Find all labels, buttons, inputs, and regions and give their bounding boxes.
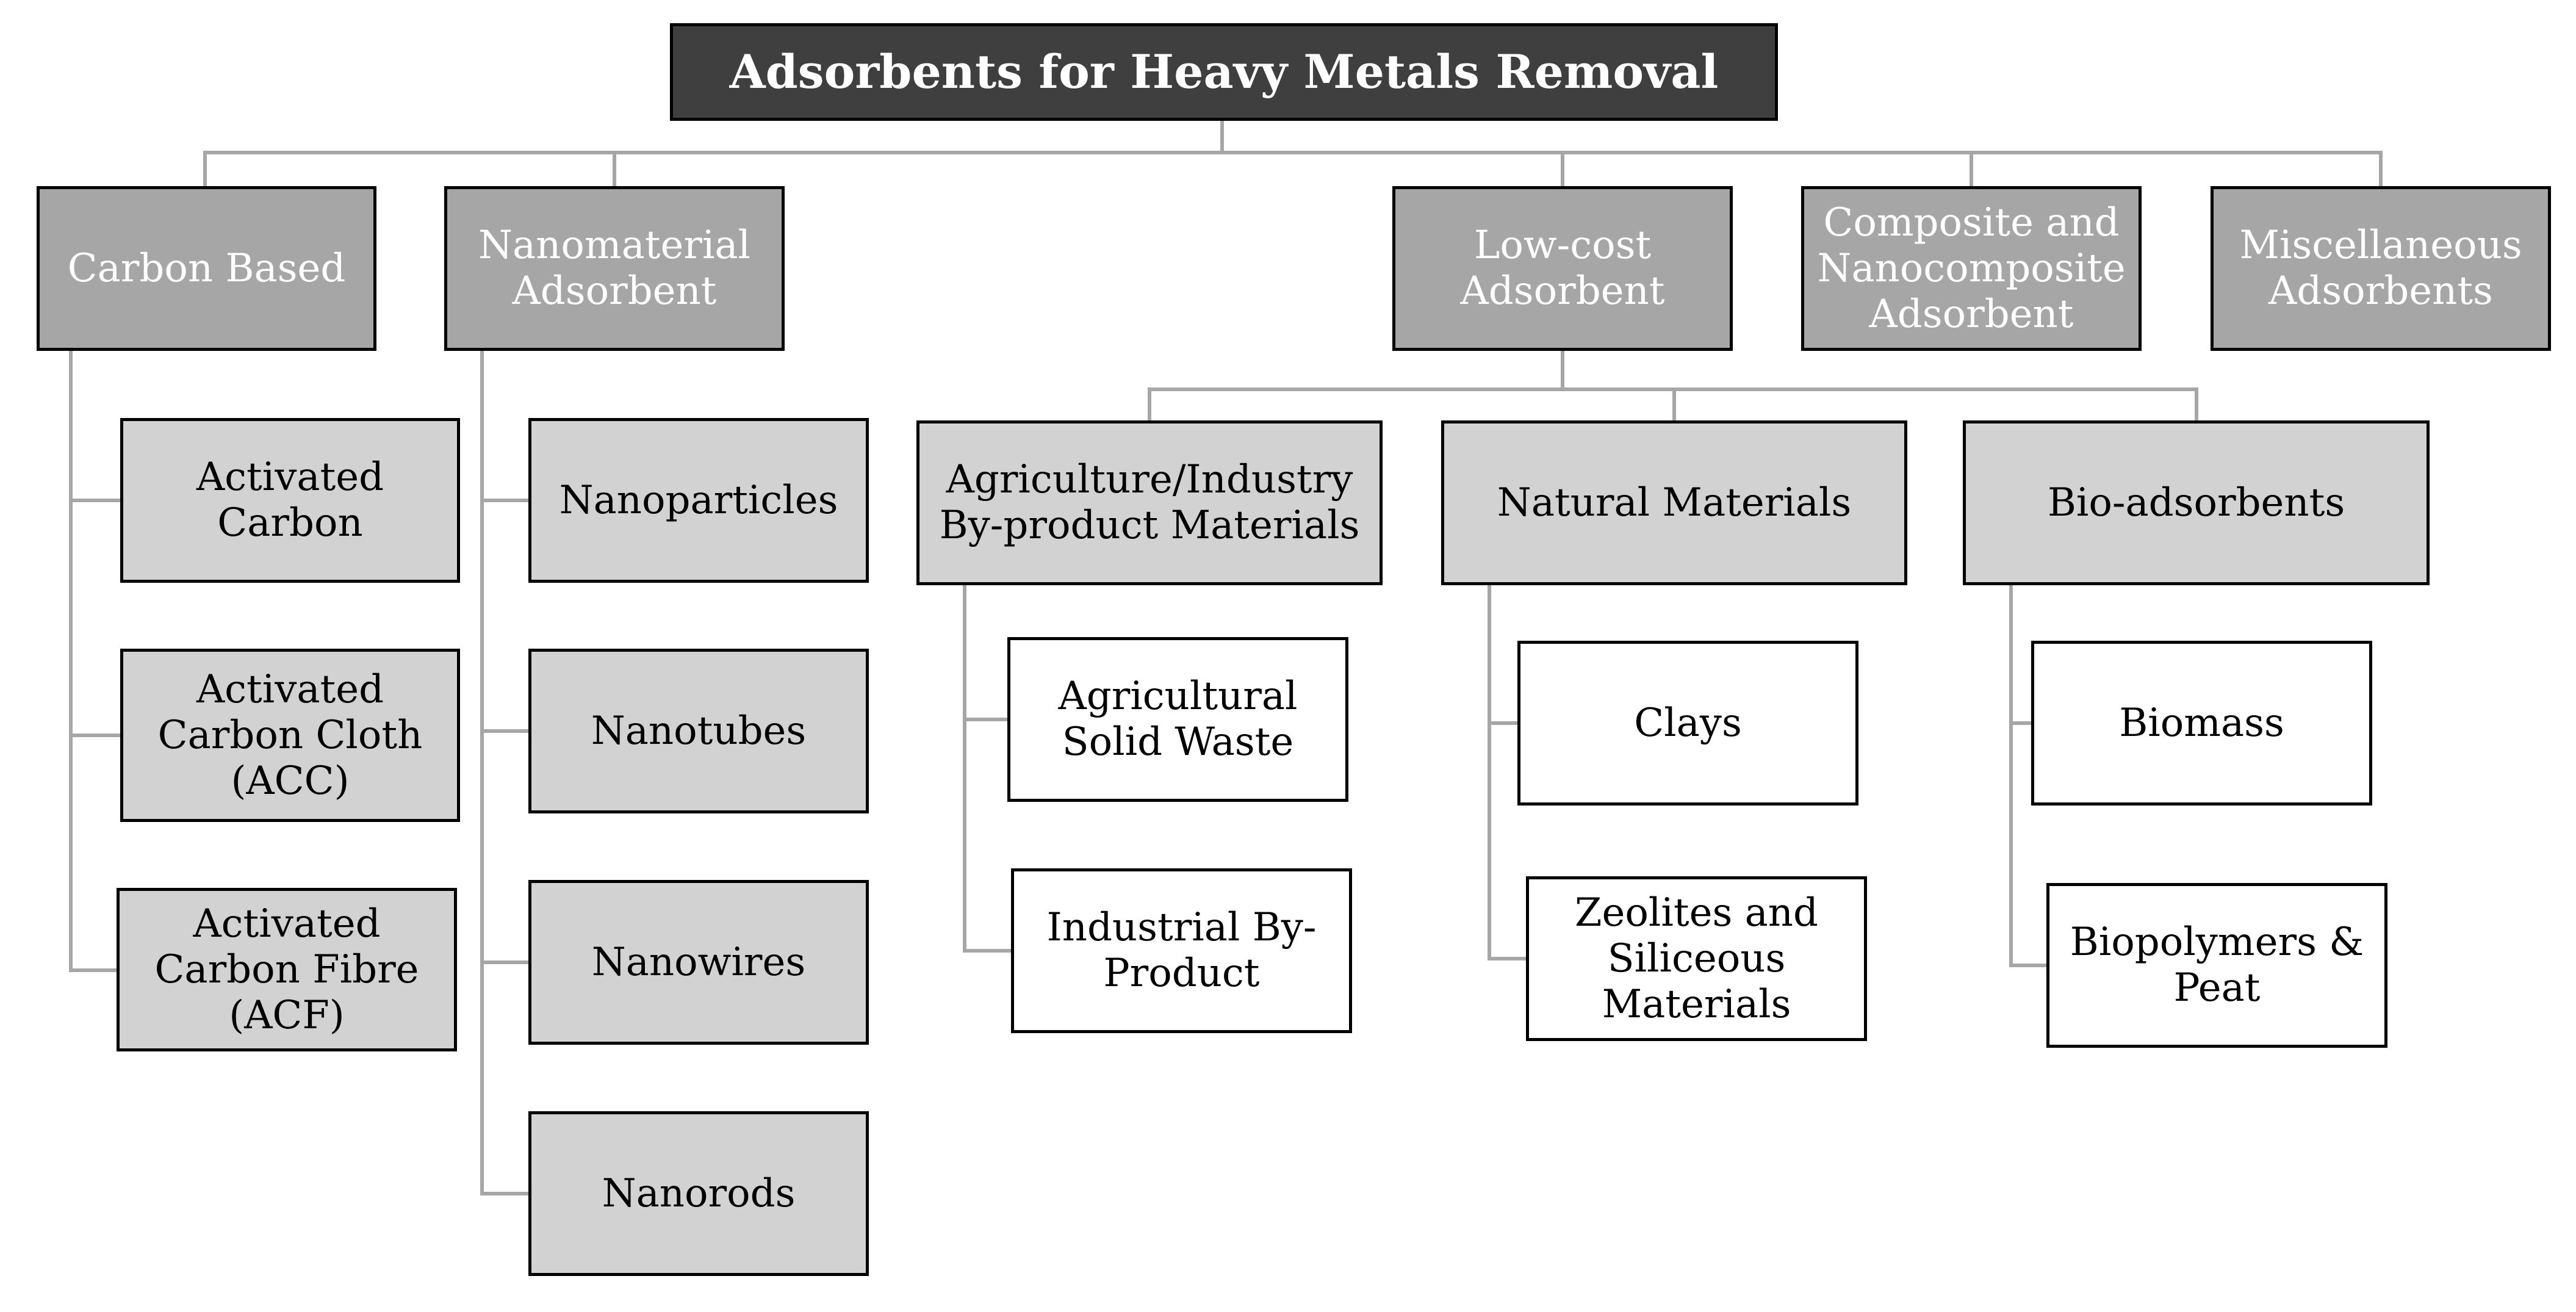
group-agriculture-industry-byproducts: Agriculture/Industry By-product Material… [916, 420, 1383, 585]
category-label-line: Miscellaneous [2239, 223, 2522, 268]
group-label-line: Natural Materials [1497, 480, 1852, 525]
leaf-label-line: Biopolymers & [2070, 920, 2364, 965]
item-label-line: Carbon [217, 500, 363, 546]
root-node-title: Adsorbents for Heavy Metals Removal [670, 23, 1778, 121]
group-label-line: By-product Materials [939, 503, 1360, 548]
group-label-line: Agriculture/Industry [946, 457, 1353, 502]
item-nanowires: Nanowires [528, 880, 869, 1045]
leaf-agricultural-solid-waste: Agricultural Solid Waste [1007, 637, 1348, 802]
leaf-industrial-by-product: Industrial By- Product [1011, 868, 1352, 1033]
category-label-line: Adsorbent [1869, 291, 2074, 337]
category-low-cost-adsorbent: Low-cost Adsorbent [1392, 186, 1733, 351]
item-nanoparticles: Nanoparticles [528, 418, 869, 583]
category-carbon-based: Carbon Based [37, 186, 376, 351]
item-activated-carbon: Activated Carbon [120, 418, 460, 583]
leaf-label-line: Biomass [2119, 700, 2284, 746]
leaf-label-line: Agricultural [1058, 674, 1298, 719]
category-label-line: Nanomaterial [478, 223, 751, 268]
root-title-text: Adsorbents for Heavy Metals Removal [729, 45, 1719, 99]
leaf-label-line: Clays [1634, 700, 1742, 746]
item-label-line: Carbon Cloth [157, 712, 423, 758]
group-natural-materials: Natural Materials [1441, 420, 1907, 585]
category-nanomaterial-adsorbent: Nanomaterial Adsorbent [444, 186, 785, 351]
leaf-clays: Clays [1517, 641, 1858, 806]
leaf-biopolymers-peat: Biopolymers & Peat [2046, 883, 2387, 1048]
leaf-label-line: Zeolites and [1575, 890, 1818, 935]
item-label-line: Nanorods [602, 1170, 796, 1216]
item-label-line: (ACF) [229, 992, 345, 1038]
group-label-line: Bio-adsorbents [2047, 480, 2345, 525]
item-nanorods: Nanorods [528, 1111, 869, 1276]
item-label-line: Activated [193, 901, 381, 946]
leaf-biomass: Biomass [2031, 641, 2372, 806]
item-label-line: Activated [196, 455, 384, 500]
leaf-label-line: Industrial By- [1046, 905, 1317, 950]
category-label-line: Composite and [1823, 200, 2120, 245]
item-label-line: (ACC) [231, 758, 350, 804]
item-label-line: Nanoparticles [559, 477, 838, 523]
leaf-label-line: Product [1103, 951, 1260, 996]
category-label-line: Nanocomposite [1817, 245, 2126, 291]
item-label-line: Carbon Fibre [154, 946, 419, 992]
category-label-line: Adsorbent [512, 269, 717, 314]
category-label-line: Carbon Based [67, 245, 346, 291]
leaf-label-line: Materials [1602, 981, 1791, 1027]
category-label-line: Low-cost [1473, 223, 1652, 268]
category-label-line: Adsorbents [2268, 269, 2493, 314]
item-nanotubes: Nanotubes [528, 649, 869, 813]
leaf-label-line: Solid Waste [1062, 719, 1294, 765]
leaf-label-line: Siliceous [1607, 935, 1786, 981]
item-label-line: Nanowires [591, 939, 806, 985]
category-miscellaneous-adsorbents: Miscellaneous Adsorbents [2211, 186, 2551, 351]
item-activated-carbon-fibre: Activated Carbon Fibre (ACF) [117, 888, 457, 1051]
category-label-line: Adsorbent [1460, 269, 1665, 314]
group-bio-adsorbents: Bio-adsorbents [1963, 420, 2430, 585]
category-composite-nanocomposite-adsorbent: Composite and Nanocomposite Adsorbent [1801, 186, 2142, 351]
leaf-label-line: Peat [2173, 965, 2261, 1011]
item-activated-carbon-cloth: Activated Carbon Cloth (ACC) [120, 649, 460, 822]
item-label-line: Nanotubes [591, 708, 807, 754]
item-label-line: Activated [196, 666, 384, 712]
leaf-zeolites-siliceous-materials: Zeolites and Siliceous Materials [1526, 876, 1867, 1041]
